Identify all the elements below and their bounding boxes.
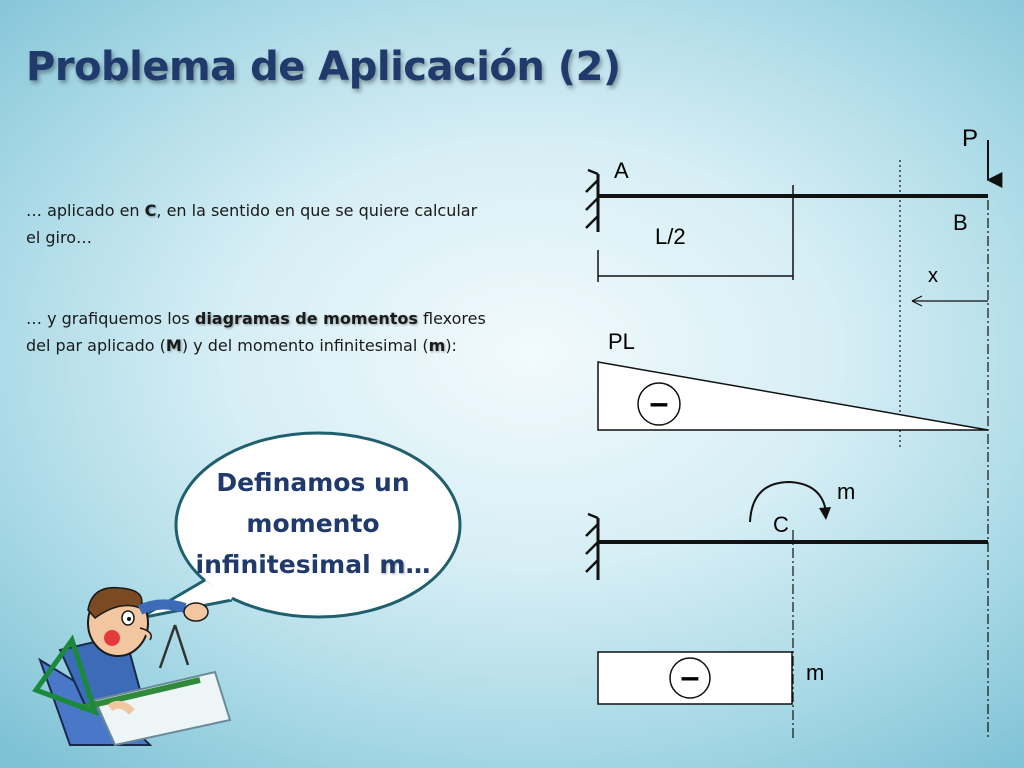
para2-text-c: ) y del momento infinitesimal ( (181, 336, 429, 355)
bubble-text-ellipsis: … (405, 550, 431, 579)
bubble-text: Definamos un momento infinitesimal m… (178, 462, 448, 585)
label-L2: L/2 (655, 224, 686, 249)
support-hatch-1 (585, 168, 599, 229)
text-paragraph-2: … y grafiquemos los diagramas de momento… (26, 305, 496, 359)
minus-sign-1 (637, 382, 681, 426)
speech-bubble-shape (174, 431, 462, 619)
label-m-diagram: m (806, 660, 824, 685)
minus-sign-2 (669, 657, 711, 699)
engineer-illustration (32, 586, 232, 747)
beam-diagram: P A B L/2 x PL – m C – m (585, 125, 1003, 740)
label-P: P (962, 125, 978, 152)
para2-bold-m: m (428, 336, 446, 355)
support-hatch-2 (585, 512, 599, 573)
moment-m-arc (749, 480, 827, 523)
minus-text-1: – (650, 384, 669, 422)
para1-bold-c: C (144, 201, 157, 220)
text-paragraph-1: … aplicado en C, en la sentido en que se… (26, 197, 496, 251)
para2-text-d: ): (445, 336, 457, 355)
label-x: x (928, 265, 938, 287)
para1-text-a: … aplicado en (26, 201, 145, 220)
slide-title: Problema de Aplicación (2) (26, 44, 621, 90)
para2-bold-diagramas: diagramas de momentos (194, 309, 418, 328)
label-B: B (953, 210, 968, 235)
moment-diagram-M (597, 361, 989, 431)
label-m-moment: m (837, 479, 855, 504)
para2-bold-M: M (165, 336, 182, 355)
para2-text-b: flexores del par aplicado ( (26, 309, 486, 355)
para2-text-a: … y grafiquemos los (26, 309, 195, 328)
para1-text-b: , en la sentido en que se quiere calcula… (26, 201, 478, 247)
label-C: C (773, 512, 789, 537)
minus-text-2: – (681, 658, 700, 696)
label-A: A (614, 158, 629, 183)
bubble-text-a: Definamos un momento infinitesimal (195, 468, 410, 579)
moment-m-arrowhead (819, 507, 831, 520)
bubble-text-m: m (379, 550, 406, 579)
label-PL: PL (608, 329, 635, 354)
